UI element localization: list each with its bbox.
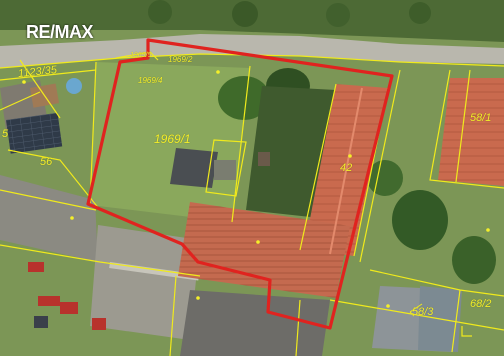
tree	[409, 2, 431, 24]
tree	[452, 236, 496, 284]
parcel-label: 1969/1	[154, 132, 191, 146]
parcel-label: 58/3	[412, 306, 434, 318]
remax-logo: RE/MAX	[26, 22, 94, 42]
parcel-label: 56	[40, 156, 53, 168]
tree	[392, 190, 448, 250]
parcel-label: 68/2	[470, 298, 492, 310]
tree	[218, 76, 270, 120]
small-shed	[214, 160, 236, 180]
tree	[148, 0, 172, 24]
parcel-label: 1969/2	[168, 55, 193, 64]
parcel-label: 58/1	[470, 112, 492, 124]
tree	[326, 3, 350, 27]
parcel-label: 1969/4	[138, 76, 163, 85]
dark-outbuilding	[170, 148, 218, 188]
property-boundary[interactable]	[86, 38, 394, 330]
neighbour-roof-right	[438, 78, 504, 186]
corner-mark	[461, 326, 472, 337]
road	[0, 34, 504, 68]
main-roof-wing	[178, 202, 350, 298]
chimney	[258, 152, 270, 166]
gravel-yard	[0, 175, 98, 262]
workshop-roof	[90, 225, 200, 340]
parked-vehicles	[28, 262, 106, 330]
solar-panels	[6, 112, 63, 154]
parked-car	[34, 316, 48, 328]
parcel-label: 42	[340, 162, 353, 174]
arrow-icon	[409, 303, 423, 317]
pool	[66, 78, 82, 94]
parcel-label: 1969/5	[130, 52, 152, 59]
roof-ridge	[329, 87, 363, 255]
parcel-markers	[22, 70, 490, 308]
tree	[232, 1, 258, 27]
street-bottom	[180, 290, 330, 356]
parcel-label: 5	[2, 128, 9, 140]
